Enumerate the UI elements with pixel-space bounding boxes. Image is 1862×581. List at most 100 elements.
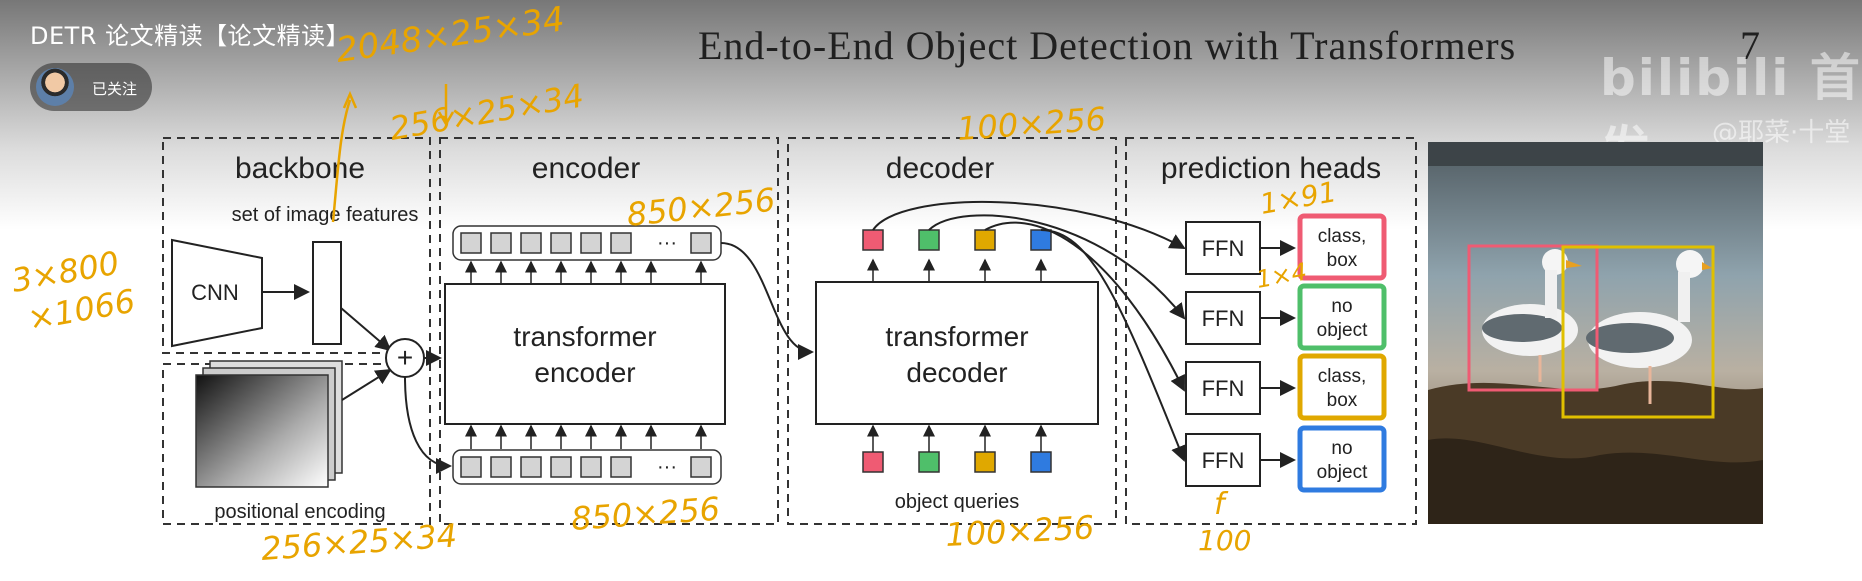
ffn-box (1185, 221, 1261, 275)
object-query-tokens (862, 451, 1052, 473)
decoder-output-query (1030, 229, 1052, 251)
annotation-encoder-bottom: 850×256 (570, 490, 721, 538)
prediction-output-line2: box (1327, 250, 1358, 271)
decoder-to-ffn-curves (872, 200, 1187, 462)
cnn-trapezoid (171, 238, 263, 348)
object-query-token (1030, 451, 1052, 473)
decoder-block-line1: transformer (885, 321, 1028, 352)
annotation-100: 100 (1198, 524, 1251, 557)
annotation-decoder-top: 100×256 (956, 100, 1107, 148)
annotation-f: f (1214, 487, 1229, 522)
pos-enc-layer-1 (195, 374, 329, 488)
enc-in-token (490, 456, 512, 478)
encoder-up-arrows (465, 260, 707, 449)
slide-title: End-to-End Object Detection with Transfo… (698, 23, 1517, 68)
object-queries-label: object queries (895, 491, 1020, 513)
handwritten-arrow-up (331, 99, 352, 223)
backbone-title: backbone (235, 152, 365, 185)
plus-to-bottom-tokens-arrow (404, 376, 452, 474)
photo-water-dark (1428, 142, 1763, 166)
object-query-token (918, 451, 940, 473)
video-title: DETR 论文精读【论文精读】 (30, 22, 351, 50)
follow-button[interactable]: 已关注 (30, 63, 152, 111)
enc-in-token (580, 456, 602, 478)
seagull-1-wing (1482, 314, 1562, 342)
detection-box-1 (1467, 244, 1599, 392)
uploader-avatar[interactable] (36, 68, 74, 106)
prediction-output-line2: object (1317, 462, 1368, 483)
seagull-2-beak (1702, 262, 1712, 270)
encoder-section (439, 137, 779, 525)
object-query-token (862, 451, 884, 473)
seagull-2-head (1676, 250, 1704, 278)
handwritten-arrowhead-up (342, 90, 358, 109)
enc-in-token (690, 456, 712, 478)
detection-box-2 (1561, 245, 1715, 419)
seagull-1-neck (1545, 270, 1557, 318)
prediction-output-box (1297, 283, 1387, 351)
prediction-output-box (1297, 213, 1387, 281)
prediction-output-line1: class, (1318, 366, 1367, 387)
enc-in-token (610, 456, 632, 478)
features-to-plus-arrow (340, 307, 392, 352)
cnn-label: CNN (191, 280, 239, 305)
decoder-title: decoder (886, 152, 994, 185)
annotation-encoder-top: 850×256 (625, 181, 777, 234)
annotation-decoder-bottom: 100×256 (944, 508, 1095, 554)
feature-map-rect (312, 241, 342, 345)
decoder-arrows (867, 258, 1047, 452)
enc-out-token (580, 232, 602, 254)
prediction-output-box (1297, 353, 1387, 421)
slide-page-number: 7 (1740, 23, 1760, 68)
enc-out-token (460, 232, 482, 254)
enc-out-token (520, 232, 542, 254)
decoder-section (787, 137, 1117, 525)
backbone-section (162, 137, 431, 354)
encoder-to-decoder-arrow (720, 242, 814, 360)
annotation-backbone-out: 2048×25×34 (334, 0, 567, 71)
decoder-output-query (862, 229, 884, 251)
prediction-output-box (1297, 425, 1387, 493)
prediction-output-line1: class, (1318, 226, 1367, 247)
enc-in-token (460, 456, 482, 478)
seagull-photo (1428, 142, 1763, 524)
encoder-block-line1: transformer (513, 321, 656, 352)
enc-in-token (520, 456, 542, 478)
photo-rocks-dark (1428, 438, 1763, 524)
enc-out-ellipsis: ··· (657, 232, 677, 254)
follow-label: 已关注 (92, 80, 138, 98)
object-query-token (974, 451, 996, 473)
transformer-decoder-block (815, 281, 1099, 425)
ffn-label: FFN (1202, 306, 1245, 331)
transformer-encoder-block (444, 283, 726, 425)
seagull-2-wing (1586, 323, 1674, 353)
ffn-box (1185, 433, 1261, 487)
encoder-title: encoder (532, 152, 640, 185)
decoder-block-line2: decoder (906, 357, 1007, 388)
encoder-input-token-row (460, 456, 712, 478)
encoder-block-line2: encoder (534, 357, 635, 388)
prediction-output-line1: no (1331, 296, 1352, 317)
posenc-to-plus-arrow (341, 368, 392, 401)
prediction-output-line2: box (1327, 390, 1358, 411)
encoder-output-token-row (460, 232, 712, 254)
handwritten-arrowhead-down (437, 111, 455, 127)
prediction-heads-section (1125, 137, 1417, 525)
ffn-label: FFN (1202, 448, 1245, 473)
image-features-label: set of image features (232, 204, 419, 226)
plus-symbol: + (397, 342, 413, 373)
enc-out-token (550, 232, 572, 254)
prediction-heads-title: prediction heads (1161, 152, 1381, 185)
positional-encoding-label: positional encoding (214, 501, 385, 523)
ffn-box (1185, 291, 1261, 345)
enc-in-ellipsis: ··· (657, 456, 677, 478)
decoder-output-query (918, 229, 940, 251)
prediction-output-line1: no (1331, 438, 1352, 459)
ffn-label: FFN (1202, 376, 1245, 401)
enc-out-token (610, 232, 632, 254)
seagull-2-neck (1678, 272, 1690, 322)
ffn-label: FFN (1202, 236, 1245, 261)
decoder-output-queries (862, 229, 1052, 251)
